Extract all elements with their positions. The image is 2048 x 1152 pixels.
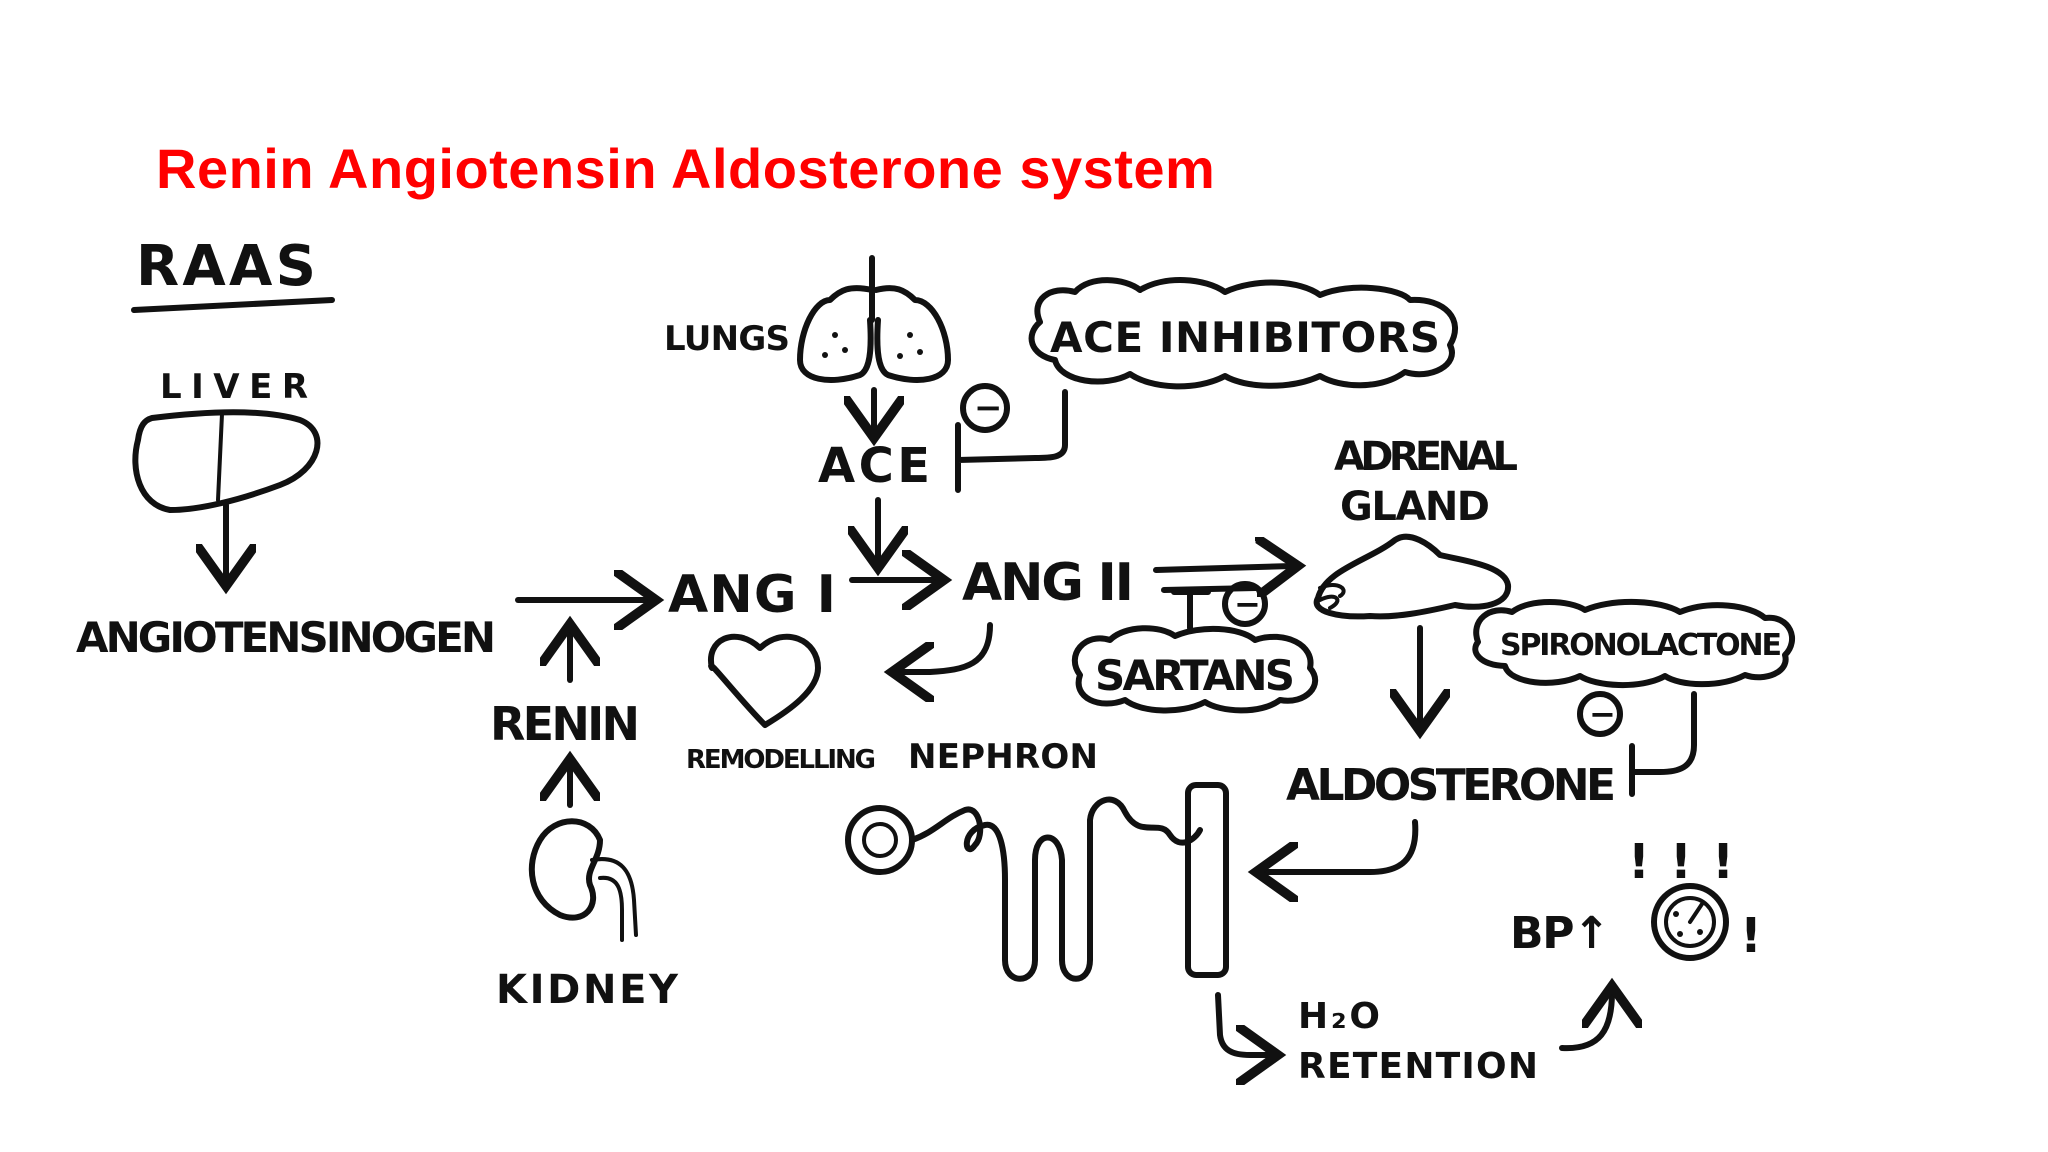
ace-inhibitors-cloud [1028, 277, 1458, 390]
bp-up-label: BP↑ [1510, 908, 1610, 959]
blood-pressure-gauge-icon [1651, 883, 1729, 961]
ang2-label: ANG II [962, 553, 1134, 613]
remodelling-label: REMODELLING [686, 745, 876, 775]
adrenal-label: ADRENAL [1334, 434, 1518, 480]
ace-inhibitors-label: ACE INHIBITORS [1050, 313, 1440, 362]
remodelling-arrow [898, 622, 993, 672]
aldosterone-label: ALDOSTERONE [1286, 760, 1616, 811]
kidney-label: KIDNEY [496, 967, 679, 1013]
lungs-label: LUNGS [664, 319, 790, 359]
arrow-ang2-to-adrenal [1153, 566, 1292, 570]
inhibit-minus-ace: − [974, 388, 1003, 428]
inhibition-line-ace [955, 389, 1068, 493]
heart-icon [707, 633, 821, 728]
liver-label: LIVER [160, 367, 308, 407]
spironolactone-label: SPIRONOLACTONE [1500, 628, 1782, 663]
lungs-icon [797, 255, 951, 383]
liver-lobe-line [216, 412, 224, 502]
kidney-icon [528, 818, 603, 921]
arrow-retention-to-bp [1559, 992, 1612, 1052]
ureter-line [590, 857, 638, 937]
gland-label: GLAND [1340, 484, 1490, 530]
inhibition-line-spironolactone [1629, 691, 1697, 797]
ang1-label: ANG I [668, 565, 836, 625]
arrow-nephron-to-retention [1215, 992, 1272, 1055]
inhibit-sign-spironolactone [1577, 691, 1623, 737]
retention-label: RETENTION [1298, 1046, 1538, 1087]
ureter-line-2 [598, 875, 624, 942]
nephron-icon [845, 782, 1229, 982]
sartans-cloud [1071, 625, 1319, 714]
sartans-t-bar [1171, 587, 1211, 631]
ace-label: ACE [818, 438, 930, 494]
raas-heading: RAAS [136, 234, 316, 299]
spironolactone-cloud [1472, 598, 1796, 688]
arrow-aldosterone-to-nephron [1262, 819, 1419, 872]
raas-underline [131, 297, 335, 313]
adrenal-detail [1318, 583, 1346, 610]
renin-label: RENIN [490, 697, 640, 751]
sartans-label: SARTANS [1095, 651, 1295, 700]
adrenal-gland-icon [1313, 533, 1511, 620]
exclaim-marks: ! ! ! [1628, 834, 1734, 890]
angiotensinogen-label: ANGIOTENSINOGEN [76, 613, 496, 662]
h2o-label: H₂O [1298, 996, 1380, 1037]
inhibit-minus-spironolactone: − [1589, 695, 1616, 733]
exclaim-side: ! [1740, 908, 1762, 964]
liver-icon [132, 409, 321, 513]
inhibit-sign-sartans [1222, 581, 1268, 627]
nephron-label: NEPHRON [908, 737, 1098, 777]
inhibit-minus-sartans: − [1234, 585, 1261, 623]
slide-title: Renin Angiotensin Aldosterone system [156, 137, 1216, 200]
inhibit-sign-ace [960, 383, 1010, 433]
